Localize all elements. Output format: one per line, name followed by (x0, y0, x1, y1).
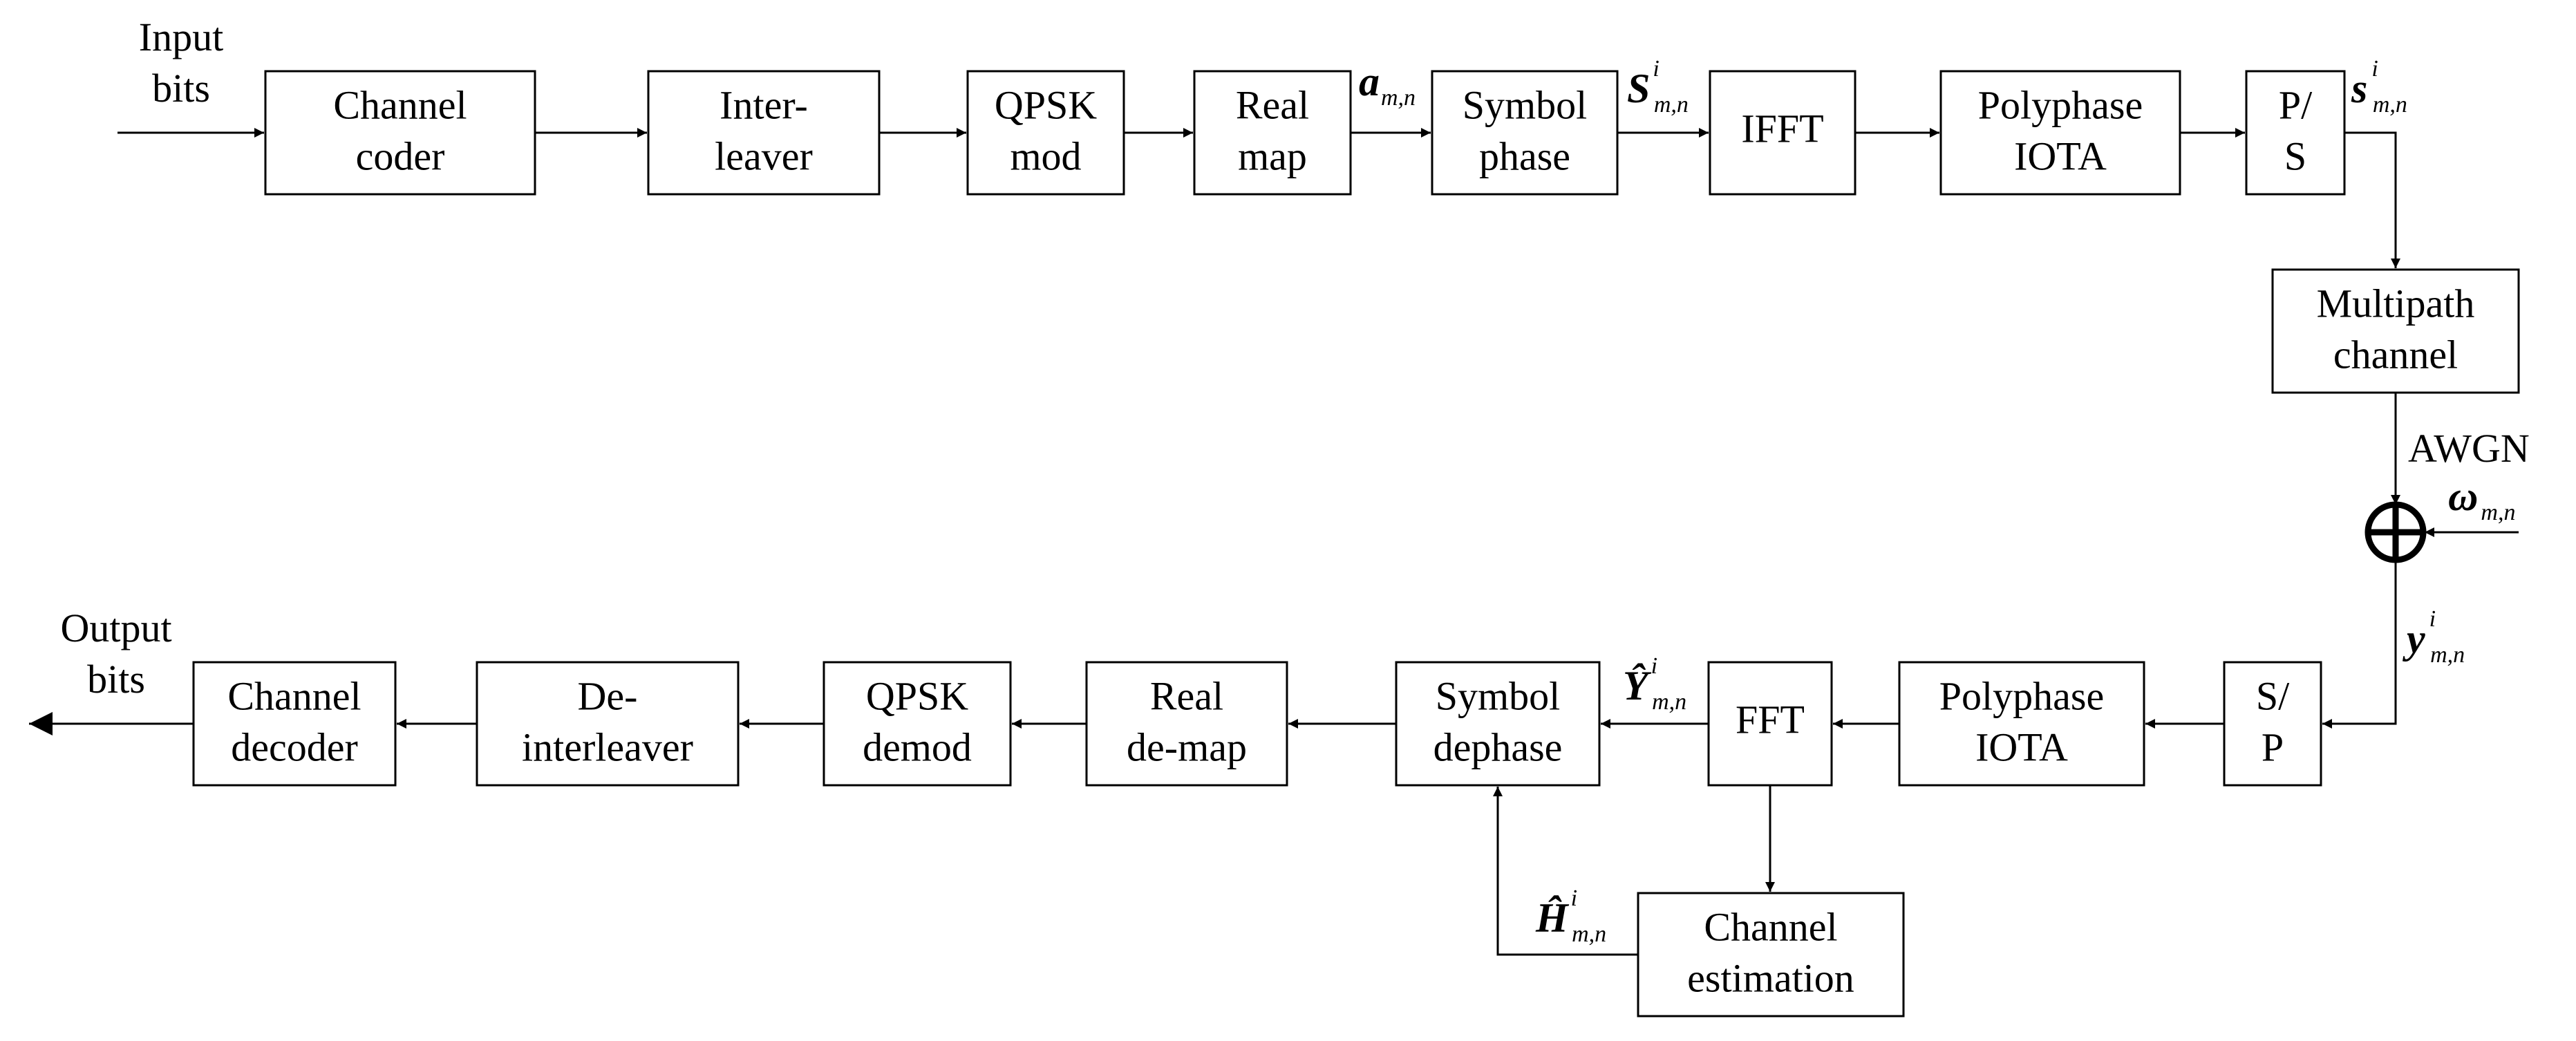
channel-coder-line-1: Channel (333, 82, 467, 127)
qpsk-mod-block: QPSK mod (966, 70, 1125, 196)
real-demap-line-1: Real (1150, 673, 1223, 718)
multipath-channel-line-2: channel (2333, 332, 2458, 377)
input-bits-label-line-1: Input (139, 15, 223, 59)
channel-decoder-line-2: decoder (231, 724, 358, 769)
deinterleaver-line-2: interleaver (522, 724, 693, 769)
p-s-line-1: P/ (2279, 82, 2313, 127)
fft-block: FFT (1707, 661, 1833, 787)
channel-decoder-block: Channel decoder (192, 661, 397, 787)
input-bits-label-line-2: bits (152, 66, 210, 111)
channel-coder-block: Channel coder (264, 70, 536, 196)
fft-label: FFT (1736, 697, 1805, 742)
s-p-line-2: P (2262, 724, 2284, 769)
polyphase-iota-rx-line-1: Polyphase (1939, 673, 2104, 718)
deinterleaver-line-1: De- (578, 673, 638, 718)
channel-estimation-line-1: Channel (1704, 904, 1837, 949)
qpsk-mod-line-2: mod (1010, 133, 1081, 178)
polyphase-iota-rx-block: Polyphase IOTA (1898, 661, 2145, 787)
symbol-phase-block: Symbol phase (1431, 70, 1619, 196)
p-s-block: P/ S (2245, 70, 2346, 196)
ps-to-channel-arrow (2344, 131, 2400, 268)
real-map-block: Real map (1193, 70, 1352, 196)
awgn-label: AWGN (2408, 426, 2530, 471)
channel-coder-line-2: coder (356, 133, 445, 178)
signal-a-label: am,n (1359, 59, 1416, 111)
estimation-to-dephase-arrow (1493, 787, 1638, 956)
qpsk-demod-block: QPSK demod (822, 661, 1012, 787)
s-p-line-1: S/ (2256, 673, 2290, 718)
polyphase-iota-tx-line-2: IOTA (2014, 133, 2107, 178)
channel-estimation-line-2: estimation (1687, 955, 1854, 1000)
ifft-label: IFFT (1741, 106, 1823, 151)
qpsk-demod-line-1: QPSK (866, 673, 968, 718)
symbol-phase-line-2: phase (1479, 133, 1570, 178)
real-map-line-2: map (1238, 133, 1307, 178)
deinterleaver-block: De- interleaver (476, 661, 740, 787)
connection-wires (29, 128, 2519, 956)
real-demap-block: Real de-map (1085, 661, 1288, 787)
multipath-channel-line-1: Multipath (2317, 281, 2475, 326)
polyphase-iota-tx-line-1: Polyphase (1978, 82, 2143, 127)
output-bits-label-line-2: bits (87, 657, 145, 702)
multipath-channel-block: Multipath channel (2271, 268, 2520, 394)
adder-circle-plus-icon (2365, 501, 2427, 563)
channel-estimation-block: Channel estimation (1637, 892, 1905, 1017)
symbol-phase-line-1: Symbol (1463, 82, 1588, 127)
polyphase-iota-tx-block: Polyphase IOTA (1939, 70, 2181, 196)
p-s-line-2: S (2284, 133, 2306, 178)
symbol-dephase-line-2: dephase (1433, 724, 1563, 769)
real-demap-line-2: de-map (1127, 724, 1247, 769)
output-bits-label-line-1: Output (60, 606, 171, 650)
real-map-line-1: Real (1236, 82, 1309, 127)
channel-decoder-line-1: Channel (227, 673, 361, 718)
s-p-block: S/ P (2223, 661, 2322, 787)
polyphase-iota-rx-line-2: IOTA (1975, 724, 2068, 769)
adder-to-sp-arrow (2322, 561, 2397, 729)
interleaver-line-2: leaver (715, 133, 813, 178)
interleaver-block: Inter- leaver (647, 70, 881, 196)
symbol-dephase-line-1: Symbol (1436, 673, 1561, 718)
symbol-dephase-block: Symbol dephase (1395, 661, 1601, 787)
ifft-block: IFFT (1709, 70, 1856, 196)
interleaver-line-1: Inter- (720, 82, 808, 127)
qpsk-demod-line-2: demod (863, 724, 972, 769)
qpsk-mod-line-1: QPSK (995, 82, 1097, 127)
